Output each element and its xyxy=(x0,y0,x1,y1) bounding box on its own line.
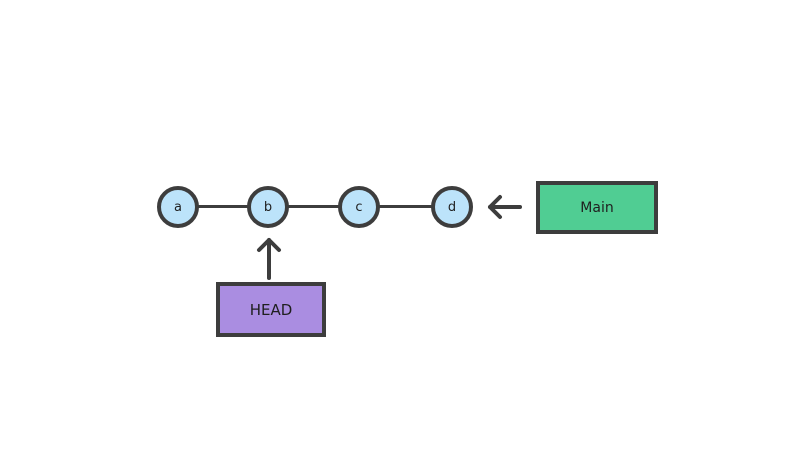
head-label: HEAD xyxy=(216,282,326,337)
commit-node-c: c xyxy=(338,186,380,228)
commit-node-a: a xyxy=(157,186,199,228)
arrow-up-icon xyxy=(257,238,281,280)
commit-edge-line xyxy=(178,205,452,208)
commit-node-label: b xyxy=(263,199,273,215)
head-label-text: HEAD xyxy=(249,300,293,319)
commit-node-label: a xyxy=(174,199,182,215)
commit-node-label: c xyxy=(355,199,363,215)
commit-node-label: d xyxy=(447,199,457,215)
branch-label-main: Main xyxy=(536,181,658,234)
commit-node-b: b xyxy=(247,186,289,228)
commit-node-d: d xyxy=(431,186,473,228)
arrow-left-icon xyxy=(488,195,522,219)
branch-label-text: Main xyxy=(580,199,614,216)
